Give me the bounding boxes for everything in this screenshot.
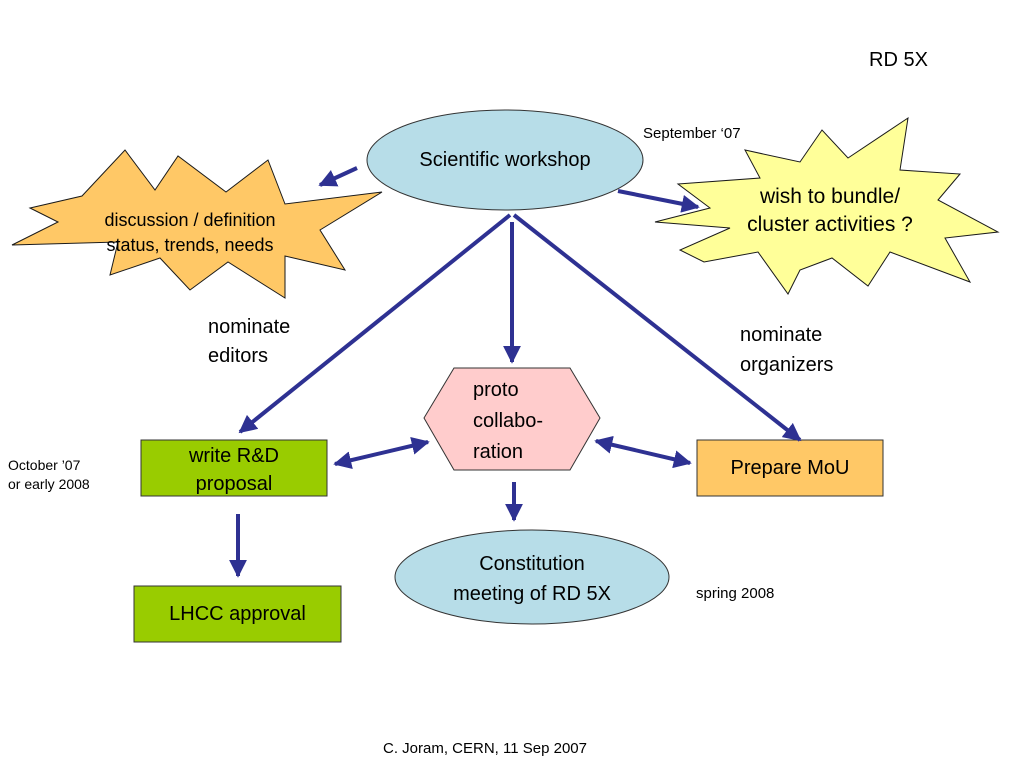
workshop-ellipse — [366, 109, 644, 211]
proposal-label: write R&D proposal — [141, 442, 327, 498]
footer-credit: C. Joram, CERN, 11 Sep 2007 — [383, 740, 587, 757]
proto-line-2: collabo- — [473, 410, 544, 432]
discussion-starburst — [11, 149, 383, 299]
arrow-proto-proposal — [333, 436, 430, 470]
label-nominate-editors: nominate editors — [208, 313, 290, 371]
editors-line-1: nominate — [208, 316, 291, 338]
label-nominate-organizers: nominate organizers — [740, 320, 833, 380]
arrow-workshop-to-bundle — [617, 189, 700, 213]
proposal-box — [140, 439, 328, 497]
bundle-starburst — [654, 116, 1000, 295]
constitution-line-1: Constitution — [479, 553, 585, 575]
constitution-line-2: meeting of RD 5X — [453, 583, 611, 605]
editors-line-2: editors — [208, 345, 269, 367]
lhcc-label: LHCC approval — [169, 603, 306, 625]
constitution-label: Constitution meeting of RD 5X — [395, 549, 669, 609]
organizers-line-2: organizers — [740, 354, 834, 376]
date-september: September ‘07 — [643, 125, 741, 142]
date-october: October ’07 or early 2008 — [8, 456, 90, 494]
proposal-line-2: proposal — [195, 473, 273, 495]
workshop-label: Scientific workshop — [419, 149, 591, 171]
proposal-line-1: write R&D — [188, 445, 279, 467]
discussion-line-2: status, trends, needs — [106, 235, 274, 255]
proto-label: proto collabo- ration — [473, 375, 543, 468]
discussion-line-1: discussion / definition — [104, 210, 276, 230]
bundle-line-1: wish to bundle/ — [759, 185, 901, 208]
mou-label: Prepare MoU — [730, 457, 850, 479]
october-line-2: or early 2008 — [8, 476, 90, 492]
proto-hexagon — [423, 367, 601, 471]
constitution-ellipse — [394, 529, 670, 625]
arrow-workshop-to-mou — [512, 213, 802, 442]
bundle-line-2: cluster activities ? — [747, 213, 913, 236]
organizers-line-1: nominate — [740, 324, 823, 346]
lhcc-box — [133, 585, 342, 643]
date-spring: spring 2008 — [696, 585, 775, 602]
corner-title: RD 5X — [869, 49, 928, 71]
arrow-workshop-to-discussion — [318, 166, 358, 187]
arrow-proto-mou — [594, 435, 692, 469]
proto-line-3: ration — [473, 441, 524, 463]
october-line-1: October ’07 — [8, 457, 81, 473]
discussion-label: discussion / definition status, trends, … — [60, 208, 320, 258]
arrow-workshop-to-proposal — [238, 213, 512, 434]
proto-line-1: proto — [473, 379, 519, 401]
bundle-label: wish to bundle/ cluster activities ? — [700, 183, 960, 239]
